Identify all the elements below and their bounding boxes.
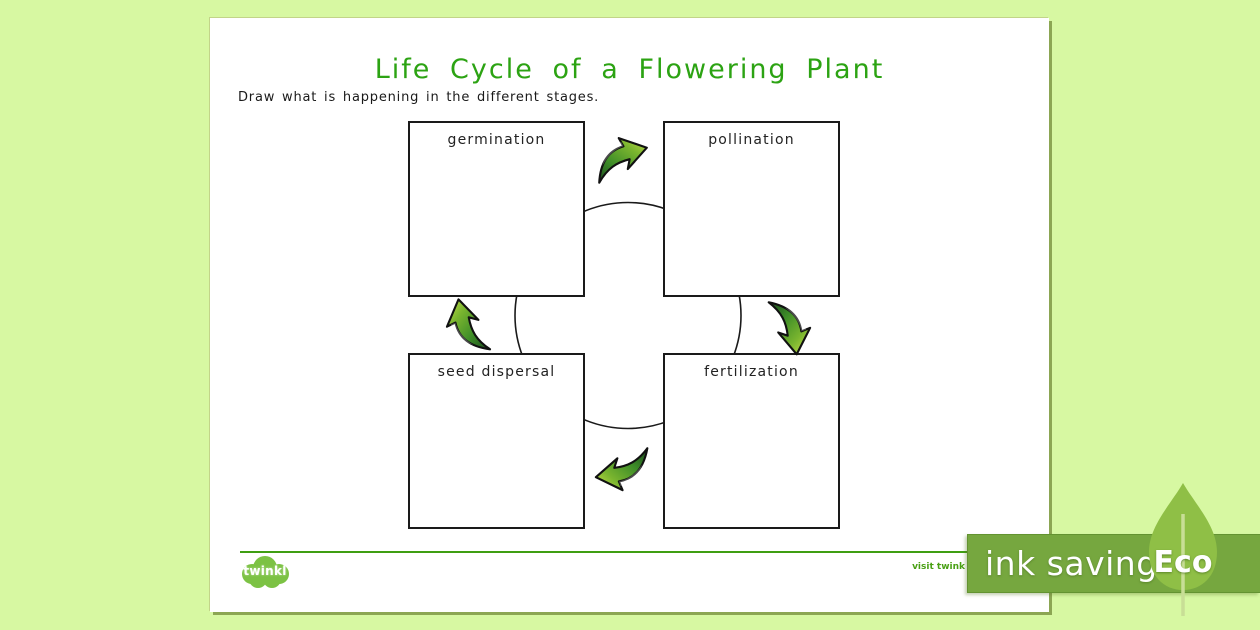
stage-box-germination: germination	[408, 121, 585, 297]
visit-twinkl-link[interactable]: visit twink	[912, 562, 965, 572]
cycle-arrow-left-icon	[443, 295, 495, 355]
cycle-arrow-top-icon	[591, 132, 654, 188]
worksheet-page: Life Cycle of a Flowering Plant Draw wha…	[210, 18, 1049, 612]
stage-label: seed dispersal	[437, 364, 556, 380]
page-title: Life Cycle of a Flowering Plant	[374, 54, 885, 85]
stage-label: pollination	[708, 132, 795, 148]
twinkl-logo: twinkl	[238, 555, 292, 589]
stage-label: fertilization	[704, 364, 799, 380]
eco-label: Eco	[1153, 545, 1213, 580]
cycle-circle	[514, 201, 742, 430]
ink-saving-label: ink saving	[985, 544, 1158, 583]
stage-box-fertilization: fertilization	[663, 353, 840, 529]
twinkl-logo-cloud-icon	[242, 556, 289, 588]
eco-leaf-icon	[1149, 483, 1217, 616]
stage-box-pollination: pollination	[663, 121, 840, 297]
cycle-arrow-right-icon	[762, 298, 814, 358]
cycle-arrow-bottom-icon	[593, 442, 652, 493]
footer-divider	[240, 551, 1020, 553]
stage-box-seed-dispersal: seed dispersal	[408, 353, 585, 529]
twinkl-logo-text: twinkl	[243, 564, 287, 578]
stage-label: germination	[447, 132, 546, 148]
instruction-text: Draw what is happening in the different …	[238, 90, 600, 105]
